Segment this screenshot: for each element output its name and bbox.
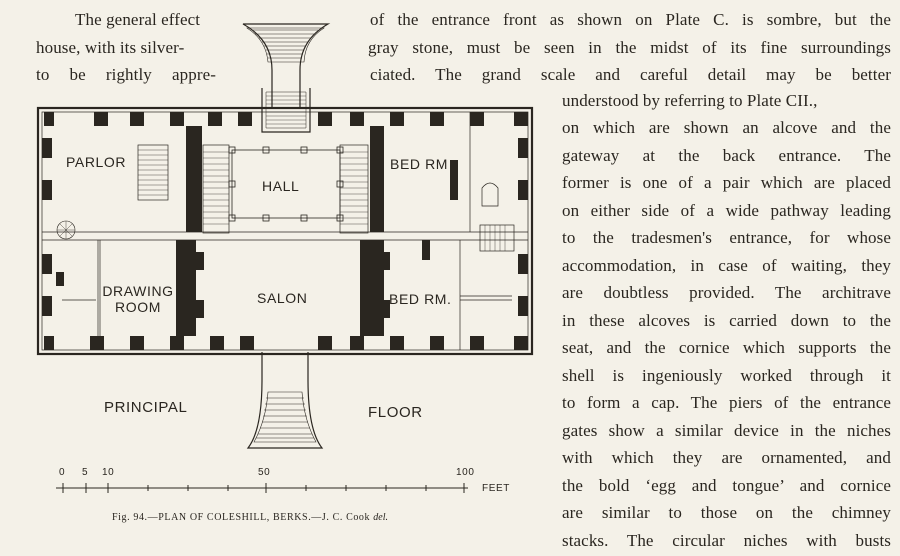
south-steps: [246, 352, 324, 449]
room-label-hall: HALL: [262, 178, 300, 194]
col-line-11-text: shell is ingeniously worked through it: [562, 366, 891, 385]
col-line-15-text: the bold ‘egg and tongue’ and cornice: [562, 476, 891, 495]
scale-tick-5: 5: [82, 467, 89, 478]
intro-left-line-3-text: to be rightly appre-: [36, 65, 216, 84]
col-line-16: are similar to those on the chimney: [562, 503, 891, 523]
figure-caption-text: Fig. 94.—PLAN OF COLESHILL, BERKS.—J. C.…: [112, 512, 371, 523]
col-line-10-text: seat, and the cornice which supports the: [562, 338, 891, 357]
col-line-7: accommodation, in case of waiting, they: [562, 256, 891, 276]
col-line-1-text: understood by referring to Plate CII.,: [562, 91, 818, 110]
right-stair: [339, 144, 515, 252]
figure-caption: Fig. 94.—PLAN OF COLESHILL, BERKS.—J. C.…: [112, 512, 388, 523]
col-line-17-text: stacks. The circular niches with busts: [562, 531, 891, 550]
plan-title-floor: FLOOR: [368, 404, 423, 421]
col-line-3-text: gateway at the back entrance. The: [562, 146, 891, 165]
col-line-5-text: on either side of a wide pathway leading: [562, 201, 891, 220]
scale-tick-50: 50: [258, 467, 271, 478]
intro-right-line-3-text: ciated. The grand scale and careful deta…: [370, 65, 891, 84]
intro-right-line-1: of the entrance front as shown on Plate …: [370, 10, 891, 30]
scale-bar: [56, 483, 468, 493]
scale-tick-100: 100: [456, 467, 475, 478]
wall-masses: [42, 112, 528, 350]
intro-right-line-1-text: of the entrance front as shown on Plate …: [370, 10, 891, 29]
col-line-6: to the tradesmen's entrance, for whose: [562, 228, 891, 248]
col-line-8: are doubtless provided. The architrave: [562, 283, 891, 303]
intro-left-line-2: house, with its silver-: [36, 38, 185, 57]
room-label-drawing-room: DRAWING ROOM: [102, 283, 174, 315]
col-line-12: to form a cap. The piers of the entrance: [562, 393, 891, 413]
col-line-2: on which are shown an alcove and the: [562, 118, 891, 138]
outer-wall: [36, 106, 534, 356]
col-line-7-text: accommodation, in case of waiting, they: [562, 256, 891, 275]
scale-tick-0: 0: [59, 467, 66, 478]
room-label-bed-rm-upper: BED RM: [390, 156, 449, 172]
intro-right-line-2-text: gray stone, must be seen in the midst of…: [368, 38, 891, 57]
intro-left-line-3: to be rightly appre-: [36, 65, 216, 85]
col-line-5: on either side of a wide pathway leading: [562, 201, 891, 221]
scale-unit: FEET: [482, 483, 510, 494]
col-line-16-text: are similar to those on the chimney: [562, 503, 891, 522]
col-line-4: former is one of a pair which are placed: [562, 173, 891, 193]
plan-title-principal: PRINCIPAL: [104, 399, 188, 416]
left-stair: [137, 144, 230, 234]
north-steps: [242, 23, 331, 133]
col-line-1: understood by referring to Plate CII.,: [562, 91, 891, 111]
room-label-salon: SALON: [257, 290, 308, 306]
intro-right-line-3: ciated. The grand scale and careful deta…: [370, 65, 891, 85]
col-line-2-text: on which are shown an alcove and the: [562, 118, 891, 137]
col-line-15: the bold ‘egg and tongue’ and cornice: [562, 476, 891, 496]
col-line-3: gateway at the back entrance. The: [562, 146, 891, 166]
room-label-parlor: PARLOR: [66, 154, 127, 170]
col-line-10: seat, and the cornice which supports the: [562, 338, 891, 358]
scale-tick-10: 10: [102, 467, 115, 478]
col-line-6-text: to the tradesmen's entrance, for whose: [562, 228, 891, 247]
col-line-17: stacks. The circular niches with busts: [562, 531, 891, 551]
col-line-9-text: in these alcoves is carried down to the: [562, 311, 891, 330]
room-label-bed-rm-lower: BED RM.: [389, 291, 452, 307]
intro-left-line-1: The general effect: [75, 10, 201, 29]
figure-caption-del: del.: [373, 512, 388, 523]
col-line-11: shell is ingeniously worked through it: [562, 366, 891, 386]
col-line-12-text: to form a cap. The piers of the entrance: [562, 393, 891, 412]
intro-right-line-2: gray stone, must be seen in the midst of…: [368, 38, 891, 58]
col-line-14: with which they are ornamented, and: [562, 448, 891, 468]
col-line-13-text: gates show a similar device in the niche…: [562, 421, 891, 440]
col-line-13: gates show a similar device in the niche…: [562, 421, 891, 441]
hall-columns: [228, 146, 344, 222]
col-line-9: in these alcoves is carried down to the: [562, 311, 891, 331]
col-line-8-text: are doubtless provided. The architrave: [562, 283, 891, 302]
col-line-4-text: former is one of a pair which are placed: [562, 173, 891, 192]
col-line-14-text: with which they are ornamented, and: [562, 448, 891, 467]
